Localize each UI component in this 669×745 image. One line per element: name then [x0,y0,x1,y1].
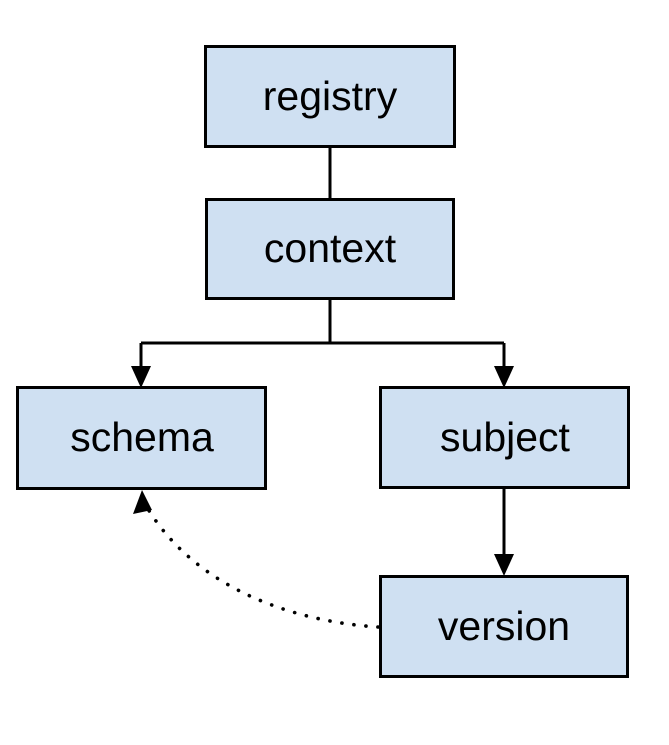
edge-subject-to-version [494,489,514,576]
edge-context-to-schema [131,343,151,388]
node-context-box[interactable] [205,198,455,300]
arrowhead-into-subject-top [494,366,514,388]
edge-version-to-schema-dotted-line [143,502,380,629]
node-registry-label: registry [263,73,398,119]
node-subject[interactable]: subject [379,386,630,489]
node-subject-box[interactable] [379,386,630,489]
node-version[interactable]: version [379,575,629,678]
arrowhead-into-version-top [494,554,514,576]
node-schema[interactable]: schema [16,386,267,490]
node-version-box[interactable] [379,575,629,678]
node-context[interactable]: context [205,198,455,300]
arrowhead-into-schema-top [131,366,151,388]
node-schema-label: schema [70,414,214,460]
node-registry[interactable]: registry [204,45,456,148]
node-subject-label: subject [440,414,571,460]
node-schema-box[interactable] [16,386,267,490]
node-context-label: context [264,225,397,271]
node-registry-box[interactable] [204,45,456,148]
edge-version-to-schema [133,490,380,629]
arrowhead-into-schema-bottom [133,490,152,514]
node-version-label: version [438,603,570,649]
edge-context-fork [141,300,504,345]
edge-context-to-subject [494,343,514,388]
